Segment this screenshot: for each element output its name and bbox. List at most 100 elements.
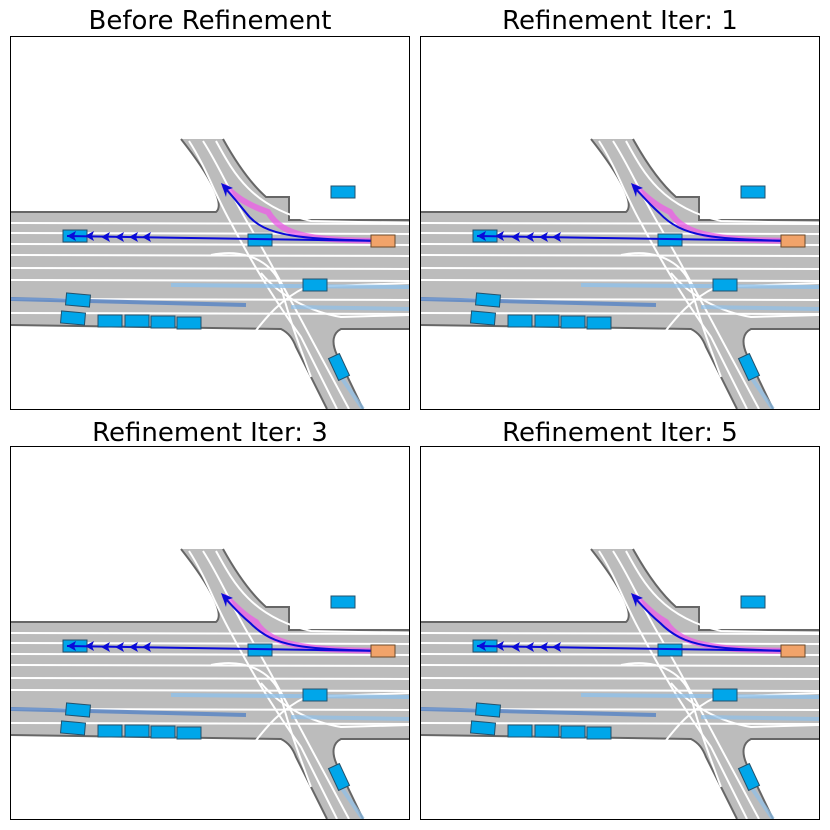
- lane-line: [421, 267, 819, 270]
- road-boundary: [421, 324, 738, 409]
- lane-curve: [612, 140, 760, 409]
- vehicle-box: [124, 314, 150, 328]
- scene-frame: [420, 36, 820, 410]
- scene-frame: [10, 36, 410, 410]
- vehicle-box: [474, 292, 502, 308]
- lane-line: [421, 689, 819, 692]
- vehicle-box: [469, 310, 497, 326]
- agent-history: [339, 785, 365, 819]
- panel-before-refinement: Before Refinement: [10, 0, 410, 410]
- vehicle-box: [586, 316, 612, 330]
- agent-history: [11, 297, 247, 307]
- agent-history: [580, 283, 819, 289]
- agent-history: [421, 297, 657, 307]
- vehicle-box: [64, 292, 92, 308]
- road-boundary: [632, 548, 819, 631]
- road-boundary: [11, 324, 328, 409]
- trajectory-arrowhead: [221, 593, 233, 607]
- trajectory-arrowhead: [221, 183, 233, 197]
- vehicle-box: [327, 352, 351, 382]
- trajectory-arrowhead: [101, 232, 110, 242]
- vehicle-box: [176, 316, 202, 330]
- driving-scene: [421, 548, 819, 819]
- lane-line: [421, 279, 819, 282]
- vehicle-box: [124, 724, 150, 738]
- ego-vehicle: [780, 234, 806, 248]
- driving-scene: [11, 548, 409, 819]
- vehicle-box: [586, 726, 612, 740]
- vehicle-box: [176, 726, 202, 740]
- trajectory-arrowhead: [539, 642, 548, 652]
- vehicle-box: [737, 352, 761, 382]
- vehicle-box: [330, 185, 356, 199]
- ego-vehicle: [780, 644, 806, 658]
- vehicle-box: [302, 278, 328, 292]
- vehicle-box: [302, 688, 328, 702]
- agent-history: [339, 375, 365, 409]
- lane-curve: [202, 550, 350, 819]
- trajectory-arrowhead: [85, 231, 94, 241]
- vehicle-box: [507, 314, 533, 328]
- lane-curve: [260, 682, 409, 729]
- driving-scene: [421, 138, 819, 409]
- trajectory-arrowhead: [511, 232, 520, 242]
- vehicle-box: [474, 702, 502, 718]
- vehicle-box: [59, 310, 87, 326]
- vehicle-box: [97, 314, 123, 328]
- vehicle-box: [560, 725, 586, 739]
- agent-history: [170, 283, 409, 289]
- agent-history: [749, 375, 775, 409]
- trajectory-arrowhead: [552, 232, 561, 242]
- panel-title: Refinement Iter: 1: [502, 6, 738, 36]
- trajectory-arrowhead: [631, 183, 643, 197]
- road-surface: [421, 139, 819, 409]
- road-boundary: [11, 548, 220, 623]
- lane-curve: [612, 550, 760, 819]
- trajectory-arrowhead: [129, 642, 138, 652]
- road-boundary: [11, 734, 328, 819]
- panel-title: Refinement Iter: 5: [502, 418, 738, 448]
- trajectory-arrowhead: [142, 232, 151, 242]
- lane-line: [11, 632, 409, 635]
- trajectory-arrowhead: [511, 642, 520, 652]
- agent-history: [749, 785, 775, 819]
- lane-line: [11, 243, 409, 246]
- road-boundary: [632, 138, 819, 221]
- trajectory-arrowhead: [539, 232, 548, 242]
- panel-refinement-iter-1: Refinement Iter: 1: [420, 0, 820, 410]
- vehicle-box: [737, 762, 761, 792]
- lane-curve: [625, 550, 819, 634]
- vehicle-box: [469, 720, 497, 736]
- agent-history: [580, 693, 819, 699]
- lane-curve: [625, 140, 819, 224]
- scene-frame: [420, 446, 820, 820]
- vehicle-box: [740, 185, 766, 199]
- lane-curve: [188, 140, 338, 409]
- vehicle-box: [740, 595, 766, 609]
- trajectory-arrowhead: [495, 231, 504, 241]
- ego-vehicle: [370, 234, 396, 248]
- trajectory-arrowhead: [552, 642, 561, 652]
- panel-title: Before Refinement: [88, 6, 332, 36]
- trajectory-arrowhead: [495, 641, 504, 651]
- driving-scene: [11, 138, 409, 409]
- lane-line: [11, 222, 409, 225]
- trajectory-arrowhead: [477, 641, 486, 651]
- lane-curve: [598, 140, 748, 409]
- agent-history: [290, 305, 409, 311]
- trajectory-arrowhead: [67, 641, 76, 651]
- trajectory-arrowhead: [142, 642, 151, 652]
- road-surface: [421, 549, 819, 819]
- road-boundary: [421, 734, 738, 819]
- vehicle-box: [64, 702, 92, 718]
- lane-line: [11, 653, 409, 656]
- road-boundary: [11, 138, 220, 213]
- trajectory-arrowhead: [631, 593, 643, 607]
- vehicle-box: [534, 314, 560, 328]
- agent-history: [11, 707, 247, 717]
- lane-curve: [260, 272, 409, 319]
- vehicle-box: [327, 762, 351, 792]
- panel-refinement-iter-3: Refinement Iter: 3: [10, 416, 410, 820]
- lane-curve: [215, 550, 409, 634]
- agent-history: [170, 693, 409, 699]
